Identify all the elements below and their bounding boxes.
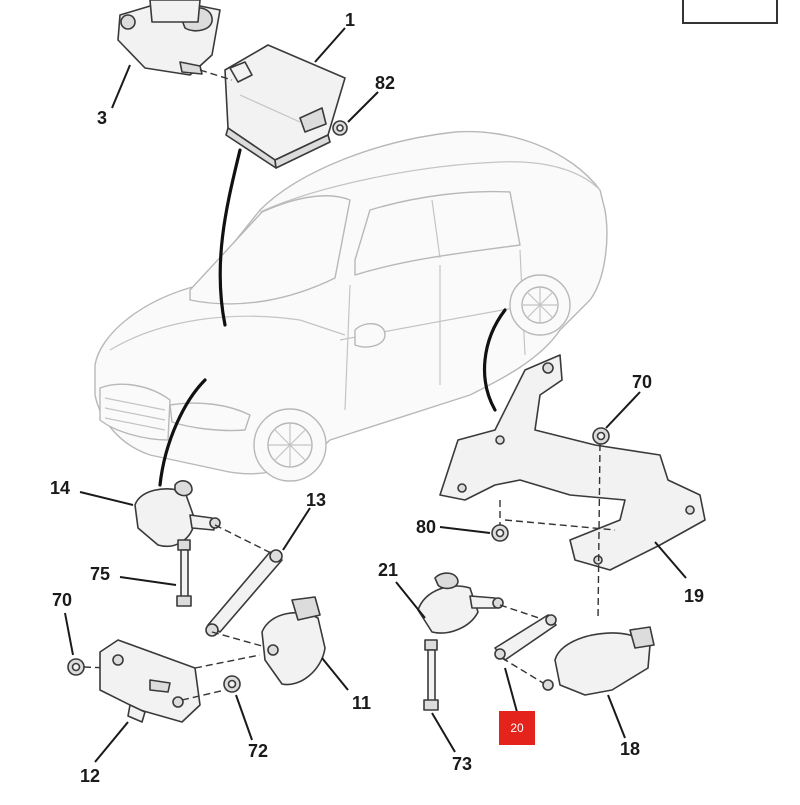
dash-1-to-3 — [199, 69, 233, 81]
part-82-nut — [332, 120, 348, 136]
part-19-rear-bracket — [439, 354, 706, 571]
car-mirror — [354, 323, 386, 348]
dash-80-to-19 — [499, 500, 616, 531]
dash-12-to-72 — [181, 689, 226, 701]
part-14-front-sensor — [134, 480, 221, 547]
dash-14-to-13 — [214, 524, 276, 556]
dash-21-to-20 — [499, 604, 546, 621]
wire-rear-sensor — [483, 308, 507, 412]
part-12-bracket — [99, 639, 201, 723]
callout-13: 13 — [306, 490, 326, 510]
callout-75: 75 — [90, 564, 110, 584]
part-11-sensor-body — [261, 596, 326, 686]
car-roof-line — [259, 161, 601, 213]
callout-1: 1 — [345, 10, 355, 30]
part-75-bolt — [176, 539, 192, 607]
highlighted-callout-20[interactable]: 20 — [499, 711, 535, 745]
part-80-nut — [491, 524, 509, 542]
car-headlight — [169, 402, 251, 432]
corner-inset-box — [682, 0, 778, 24]
callout-3: 3 — [97, 108, 107, 128]
callout-14: 14 — [50, 478, 70, 498]
leader-lines — [64, 27, 687, 763]
wire-front-sensor — [158, 378, 207, 487]
callout-82: 82 — [375, 73, 395, 93]
part-20-link-rod — [494, 614, 557, 661]
car-illustration — [94, 130, 608, 482]
callout-80: 80 — [416, 517, 436, 537]
part-73-bolt — [423, 639, 439, 711]
part-3-bracket — [117, 0, 221, 76]
car-grille-bars — [104, 397, 166, 431]
callout-70-right: 70 — [632, 372, 652, 392]
car-window-pillar — [431, 199, 441, 259]
callout-73: 73 — [452, 754, 472, 774]
callout-70-left: 70 — [52, 590, 72, 610]
callout-11: 11 — [352, 693, 371, 713]
car-rear-spokes — [522, 287, 558, 323]
wire-control-unit — [218, 148, 242, 327]
car-front-spokes — [268, 423, 312, 467]
callout-19: 19 — [684, 586, 704, 606]
car-side-windows — [354, 190, 521, 276]
dash-70-to-12 — [83, 666, 111, 669]
car-hood-line — [109, 315, 346, 351]
car-grille — [99, 383, 171, 441]
car-windshield — [189, 195, 351, 305]
dash-13-to-11 — [211, 631, 263, 647]
part-1-control-unit — [224, 44, 346, 169]
part-70-left-nut — [67, 658, 85, 676]
dash-12-to-11 — [194, 654, 261, 669]
part-21-rear-sensor — [417, 572, 504, 634]
part-70-right-nut — [592, 427, 610, 445]
dash-20-to-18 — [501, 657, 549, 687]
callout-21: 21 — [378, 560, 398, 580]
callout-72: 72 — [248, 741, 268, 761]
dash-70-to-18 — [597, 443, 601, 621]
callout-12: 12 — [80, 766, 100, 786]
part-72-screw — [223, 675, 241, 693]
callout-18: 18 — [620, 739, 640, 759]
part-18-sensor-body — [542, 626, 655, 696]
